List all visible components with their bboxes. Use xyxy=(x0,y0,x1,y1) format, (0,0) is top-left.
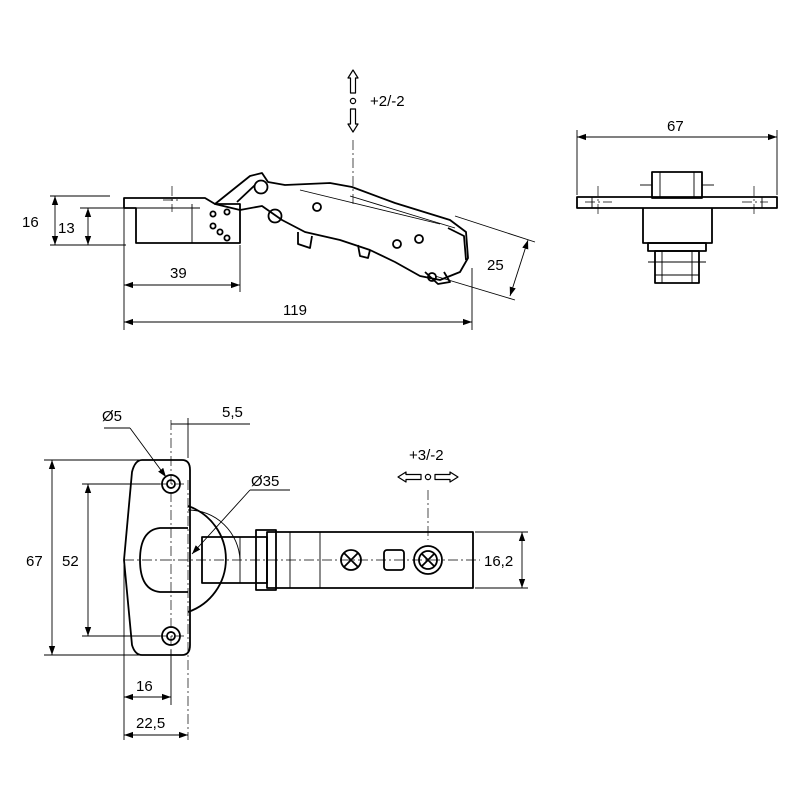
dim-side-arm-offset: 25 xyxy=(487,257,504,274)
vertical-adjust-label: +2/-2 xyxy=(370,93,405,110)
top-view: +3/-2 Ø5 5,5 Ø35 67 52 16,2 16 xyxy=(26,404,528,740)
side-view: +2/-2 16 13 39 119 25 xyxy=(22,69,536,330)
dim-side-height-total: 16 xyxy=(22,214,39,231)
dim-screw-dia: Ø5 xyxy=(102,408,122,425)
dim-side-cup-depth: 39 xyxy=(170,265,187,282)
dim-side-height-plate: 13 xyxy=(58,220,75,237)
lateral-adjust-label: +3/-2 xyxy=(409,447,444,464)
dim-side-length: 119 xyxy=(283,302,307,319)
dim-screw-offset: 5,5 xyxy=(222,404,243,421)
dim-hole-spacing: 52 xyxy=(62,553,79,570)
dim-cup-dia: Ø35 xyxy=(251,473,279,490)
dim-cup-edge: 16 xyxy=(136,678,153,695)
dim-end-width: 67 xyxy=(667,118,684,135)
dim-arm-width: 16,2 xyxy=(484,553,513,570)
dim-cup-center: 22,5 xyxy=(136,715,165,732)
end-view: 67 xyxy=(576,118,778,284)
dim-top-height: 67 xyxy=(26,553,43,570)
